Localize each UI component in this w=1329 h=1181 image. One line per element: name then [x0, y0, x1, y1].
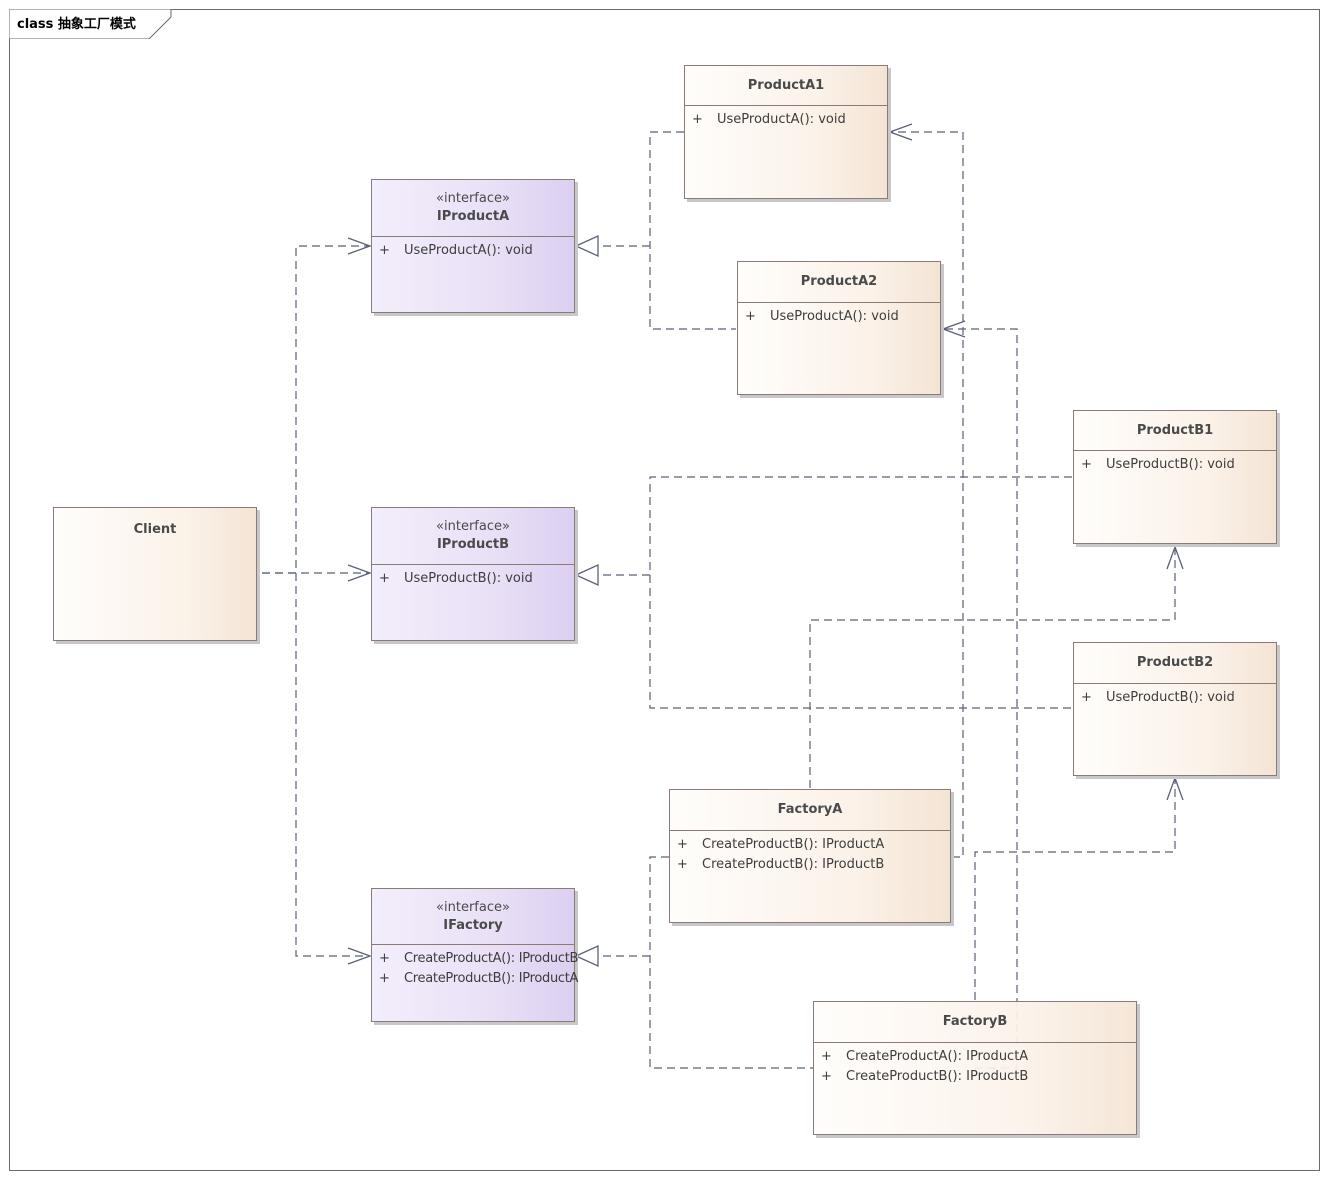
class-productb2[interactable]: ProductB2 + UseProductB(): void	[1073, 642, 1277, 776]
operation-row: + CreateProductA(): IProductB	[372, 949, 578, 969]
operation-signature: UseProductB(): void	[404, 571, 533, 586]
class-name: ProductA1	[747, 77, 825, 93]
visibility-marker: +	[821, 1049, 832, 1064]
interface-iproductb[interactable]: «interface» IProductB + UseProductB(): v…	[371, 507, 575, 641]
class-name: ProductA2	[800, 274, 878, 289]
class-name: ProductB2	[1136, 655, 1214, 670]
operations-list: + UseProductB(): void	[1074, 684, 1276, 708]
operation-signature: UseProductB(): void	[1106, 457, 1235, 472]
visibility-marker: +	[692, 112, 703, 127]
visibility-marker: +	[379, 951, 390, 966]
arrowhead-iproducta	[347, 237, 372, 255]
operations-list: + UseProductB(): void	[372, 565, 574, 589]
stereotype-label: «interface»	[436, 899, 510, 915]
dependency-client-iproducta	[262, 245, 370, 574]
dependency-client-ifactory	[295, 573, 370, 957]
diagram-frame	[9, 9, 1320, 1171]
operation-signature: CreateProductB(): IProductA	[404, 971, 579, 986]
class-name: Client	[133, 522, 177, 537]
arrowhead-producta1	[888, 123, 913, 141]
visibility-marker: +	[379, 571, 390, 586]
interface-iproducta[interactable]: «interface» IProductA + UseProductA(): v…	[371, 179, 575, 313]
realization-producta1-iproducta	[649, 131, 736, 330]
operation-row: + CreateProductB(): IProductA	[372, 969, 578, 989]
class-name: IProductB	[436, 537, 510, 552]
class-factoryb[interactable]: FactoryB + CreateProductA(): IProductA +…	[813, 1001, 1137, 1135]
class-client[interactable]: Client	[53, 507, 257, 641]
operation-signature: CreateProductB(): IProductB	[702, 857, 885, 872]
realization-productb-iproductb	[649, 476, 1072, 709]
operations-list: + CreateProductB(): IProductA + CreatePr…	[670, 831, 950, 875]
class-name: FactoryA	[777, 802, 843, 817]
visibility-marker: +	[379, 243, 390, 258]
operation-row: + CreateProductB(): IProductA	[670, 835, 950, 855]
operations-list: + UseProductA(): void	[738, 303, 940, 327]
operation-signature: UseProductA(): void	[770, 309, 899, 324]
class-name: IProductA	[436, 209, 510, 224]
triangle-ifactory	[574, 944, 599, 968]
operation-row: + CreateProductB(): IProductB	[670, 855, 950, 875]
arrowhead-iproductb	[347, 564, 372, 582]
class-productb1[interactable]: ProductB1 + UseProductB(): void	[1073, 410, 1277, 544]
visibility-marker: +	[1081, 690, 1092, 705]
arrowhead-productb2	[1166, 776, 1184, 801]
operation-signature: CreateProductA(): IProductB	[404, 951, 579, 966]
arrowhead-ifactory	[347, 947, 372, 965]
class-producta1[interactable]: ProductA1 + UseProductA(): void	[684, 65, 888, 199]
operations-list: + UseProductB(): void	[1074, 451, 1276, 475]
class-name: ProductB1	[1136, 422, 1214, 438]
realization-factories-ifactory	[649, 856, 813, 1069]
operations-list: + CreateProductA(): IProductB + CreatePr…	[372, 945, 578, 989]
operation-row: + UseProductB(): void	[1074, 688, 1276, 708]
operations-list: + UseProductA(): void	[685, 106, 887, 130]
visibility-marker: +	[677, 837, 688, 852]
arrowhead-producta2	[941, 320, 966, 338]
frame-label-tab	[9, 9, 172, 39]
visibility-marker: +	[677, 857, 688, 872]
operation-signature: CreateProductB(): IProductB	[846, 1069, 1029, 1084]
dependency-factoryb-productb2	[974, 779, 1176, 1000]
visibility-marker: +	[821, 1069, 832, 1084]
operations-list: + UseProductA(): void	[372, 237, 574, 261]
operation-row: + CreateProductB(): IProductB	[814, 1067, 1136, 1087]
triangle-iproductb	[574, 563, 599, 587]
stereotype-label: «interface»	[436, 191, 510, 206]
class-name: FactoryB	[942, 1014, 1008, 1029]
visibility-marker: +	[1081, 457, 1092, 472]
class-factorya[interactable]: FactoryA + CreateProductB(): IProductA +…	[669, 789, 951, 923]
operation-row: + UseProductA(): void	[738, 307, 940, 327]
operation-signature: UseProductB(): void	[1106, 690, 1235, 705]
visibility-marker: +	[379, 971, 390, 986]
dependency-factorya-producta1	[890, 131, 964, 858]
operation-signature: CreateProductA(): IProductA	[846, 1049, 1029, 1064]
class-name: IFactory	[443, 917, 503, 933]
diagram-title: class 抽象工厂模式	[17, 17, 136, 32]
arrowhead-productb1	[1166, 545, 1184, 570]
operation-signature: UseProductA(): void	[717, 112, 846, 127]
operations-list: + CreateProductA(): IProductA + CreatePr…	[814, 1043, 1136, 1087]
dependency-factorya-productb1	[809, 548, 1176, 788]
class-producta2[interactable]: ProductA2 + UseProductA(): void	[737, 261, 941, 395]
operation-row: + CreateProductA(): IProductA	[814, 1047, 1136, 1067]
interface-ifactory[interactable]: «interface» IFactory + CreateProductA():…	[371, 888, 578, 1022]
operation-row: + UseProductA(): void	[685, 110, 887, 130]
triangle-iproducta	[574, 234, 599, 258]
operation-row: + UseProductA(): void	[372, 241, 574, 261]
operation-signature: UseProductA(): void	[404, 243, 533, 258]
operation-row: + UseProductB(): void	[1074, 455, 1276, 475]
operation-row: + UseProductB(): void	[372, 569, 574, 589]
operation-signature: CreateProductB(): IProductA	[702, 837, 885, 852]
stereotype-label: «interface»	[436, 519, 510, 534]
visibility-marker: +	[745, 309, 756, 324]
dependency-factoryb-producta2	[943, 328, 1018, 1069]
